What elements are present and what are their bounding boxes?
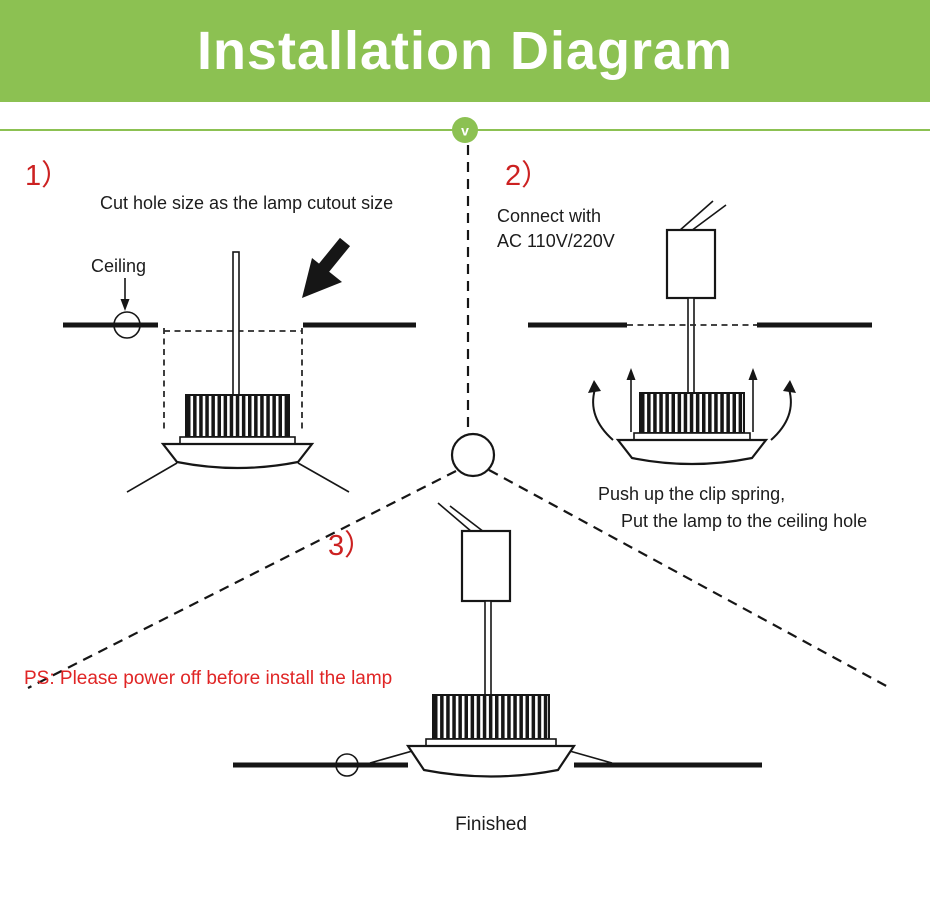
push-up-arrow-left-head [588,380,601,393]
driver3-wire-b [449,505,485,533]
lamp1-wire [232,251,240,396]
lamp2-wire [687,297,695,394]
driver2-box [665,228,717,300]
ceiling-marker-circle [113,311,141,339]
driver2-wire-b [690,204,727,232]
step3-illustration [233,502,762,778]
lamp2-clip-left-arrowhead [626,368,636,380]
divider-marker-circle [452,117,478,143]
step2-number: 2） [505,160,550,192]
guide-line-left [27,470,457,689]
driver3-wire-a [437,502,473,533]
push-up-arrow-right-head [783,380,796,393]
step1-illustration [63,237,416,493]
ceiling3-marker-circle [335,753,359,777]
ceiling-pointer-arrowhead [120,299,130,311]
diagram-canvas: v 1） Cut hole size as the lamp cutout si… [0,117,930,835]
step2-connect-line1: Connect with [497,206,601,226]
step2-connect-line2: AC 110V/220V [497,231,615,251]
step2: 2） Connect with AC 110V/220V Push up the… [497,160,872,531]
hub-circle [450,432,496,478]
divider: v [0,117,930,143]
big-arrow-head [302,258,342,298]
divider-marker-label: v [461,123,469,139]
finished-label: Finished [455,814,527,835]
step1-ceiling-label: Ceiling [91,256,146,276]
step3-warning: PS: Please power off before install the … [24,668,392,689]
page-title: Installation Diagram [196,21,734,81]
lamp1-clip-right [297,462,350,493]
page-header: Installation Diagram [0,0,930,102]
step1-instruction: Cut hole size as the lamp cutout size [100,193,393,213]
lamp3-trim-ring [405,744,577,778]
lamp2-trim-ring [615,438,769,466]
step1-number: 1） [25,160,70,192]
big-arrow-shaft [317,237,351,274]
step2-illustration [528,200,872,466]
lamp3-wire [484,600,492,696]
guide-line-right [488,469,891,689]
step2-note-line1: Push up the clip spring, [598,484,785,504]
guide-lines [27,145,891,689]
step2-note-line2: Put the lamp to the ceiling hole [621,511,867,531]
lamp1-trim-ring [160,442,315,470]
step3-number: 3） [328,530,373,562]
step1: 1） Cut hole size as the lamp cutout size… [25,160,416,493]
lamp2-clip-right-arrowhead [748,368,758,380]
push-up-arrow-right [770,388,792,441]
push-up-arrow-left [592,388,614,441]
driver2-wire-a [678,200,714,232]
step3: 3） PS: Please power off before install t… [24,502,762,835]
driver3-box [460,529,512,603]
lamp1-clip-left [126,462,178,493]
